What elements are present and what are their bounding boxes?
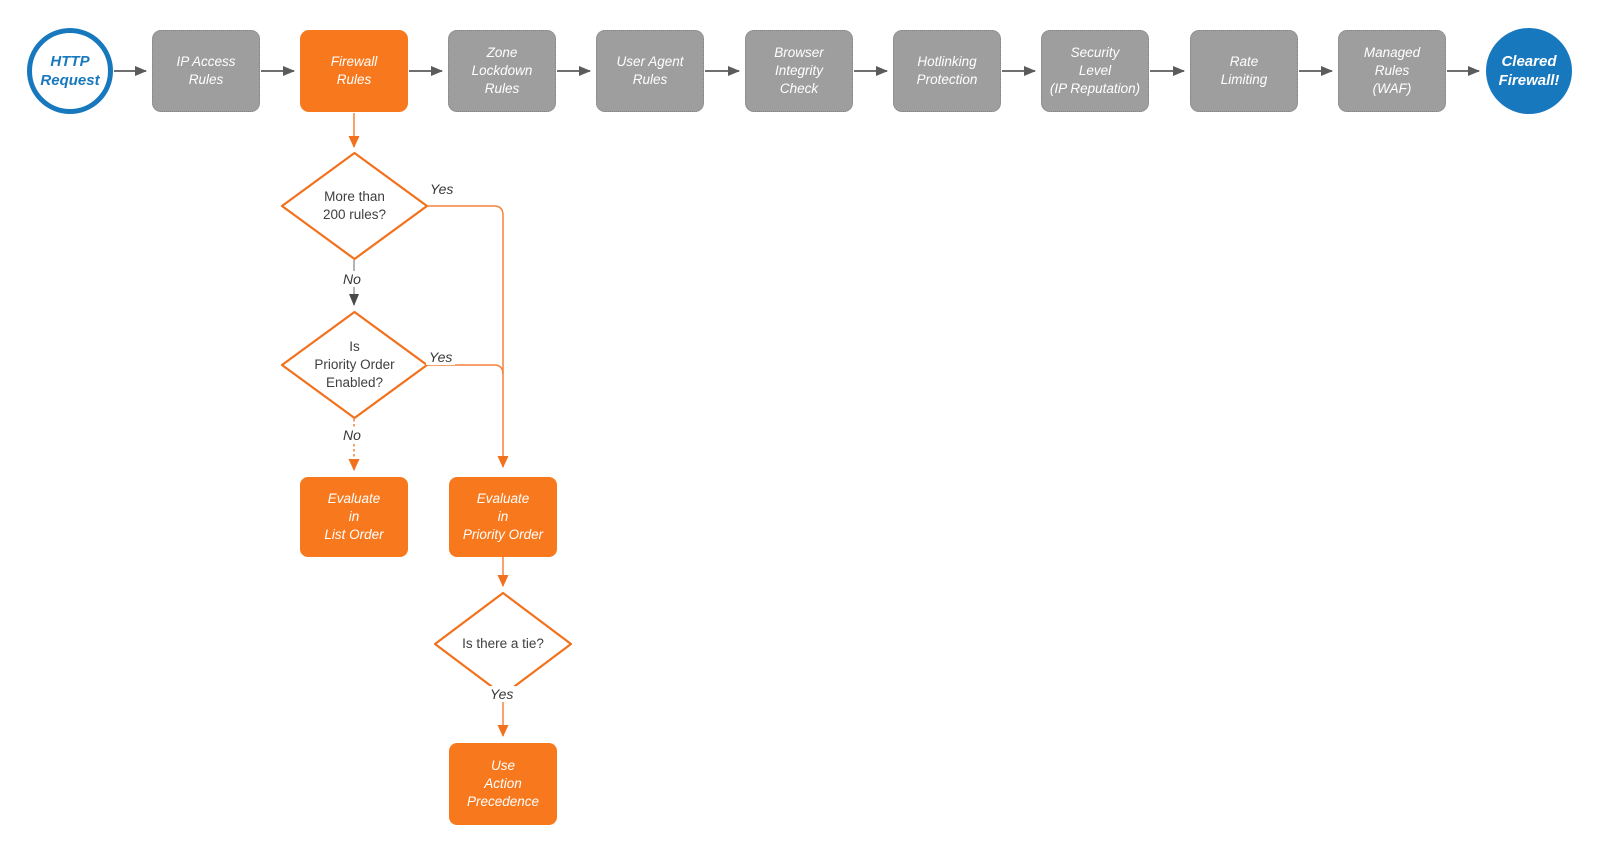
action-box-evaluate-in-priority-order: Evaluate in Priority Order: [449, 477, 557, 557]
decision-priority-order-enabled-label: Is Priority Order Enabled?: [314, 338, 395, 391]
decision-priority-order-enabled-shape: [280, 310, 429, 420]
start-node-label: HTTP Request: [40, 52, 100, 90]
end-node-cleared-firewall: Cleared Firewall!: [1486, 28, 1572, 114]
decision-is-there-a-tie-label: Is there a tie?: [462, 635, 544, 651]
pipeline-box-managed-rules-waf: Managed Rules (WAF): [1338, 30, 1446, 112]
edge-label-decision2-no: No: [340, 427, 364, 443]
edge-label-decision3-yes: Yes: [487, 686, 517, 702]
decision-more-than-200-rules-shape: [280, 151, 429, 261]
pipeline-box-rate-limiting: Rate Limiting: [1190, 30, 1298, 112]
pipeline-box-browser-integrity-check: Browser Integrity Check: [745, 30, 853, 112]
line-decision2-yes-merge: [428, 364, 504, 375]
end-node-label: Cleared Firewall!: [1498, 52, 1560, 90]
edge-label-decision1-no: No: [340, 271, 364, 287]
pipeline-box-firewall-rules: Firewall Rules: [300, 30, 408, 112]
decision-more-than-200-rules-label: More than 200 rules?: [322, 188, 387, 222]
pipeline-box-zone-lockdown-rules: Zone Lockdown Rules: [448, 30, 556, 112]
arrow-decision1-yes-to-priority-order: [428, 205, 509, 468]
edge-label-decision2-yes: Yes: [426, 349, 456, 365]
pipeline-box-security-level: Security Level (IP Reputation): [1041, 30, 1149, 112]
start-node-http-request: HTTP Request: [27, 28, 113, 114]
pipeline-box-ip-access-rules: IP Access Rules: [152, 30, 260, 112]
pipeline-box-hotlinking-protection: Hotlinking Protection: [893, 30, 1001, 112]
pipeline-box-user-agent-rules: User Agent Rules: [596, 30, 704, 112]
edge-label-decision1-yes: Yes: [427, 181, 457, 197]
action-box-evaluate-in-list-order: Evaluate in List Order: [300, 477, 408, 557]
action-box-use-action-precedence: Use Action Precedence: [449, 743, 557, 825]
